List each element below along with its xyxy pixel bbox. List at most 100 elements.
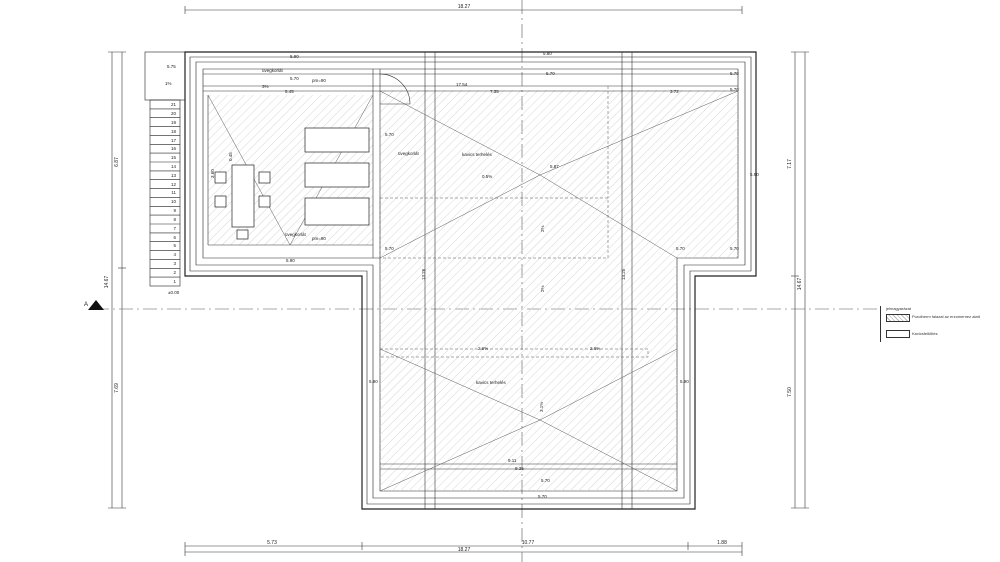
gravel-label-1: kavics terhelés [462, 152, 493, 157]
stair-step-number: 17 [171, 138, 177, 143]
bottom-dim-left: 5.73 [267, 540, 277, 546]
top-dimension-line [184, 6, 743, 14]
stair-step-number: 12 [171, 182, 177, 187]
stair-step-number: 5 [173, 243, 176, 248]
stair-step-number: 9 [173, 208, 176, 213]
legend-item-2: Kavicsfeltöltés [912, 331, 938, 336]
stair-step-number: 16 [171, 146, 177, 151]
legend: jelmagyarázat Purotherm falazat az erzom… [880, 306, 992, 342]
bottom-dimension-lines [184, 542, 743, 556]
glass-railing-label-top: üvegkorlát [262, 68, 284, 73]
level-label: 5.87 [550, 164, 559, 169]
roof-hatched-fields [208, 90, 738, 491]
section-marker-label: A [84, 302, 88, 308]
left-dimension-lines [108, 51, 126, 509]
roof-dim-7-35: 7.35 [490, 89, 499, 94]
chair [214, 171, 227, 184]
terrace-furniture [214, 127, 370, 240]
left-dim-total: 14.67 [104, 276, 110, 289]
level-label: 5.70 [546, 71, 555, 76]
stair-step-number: 14 [171, 164, 177, 169]
stair-step-number: 21 [171, 102, 177, 107]
roof-slope-a: 0.5% [482, 174, 492, 179]
level-label: 5.70 [730, 246, 739, 251]
level-label: 5.90 [750, 172, 759, 177]
level-markers: 5.90 5.70 5.80 5.70 5.70 5.70 5.70 5.90 … [286, 51, 759, 499]
stair-step-number: 19 [171, 120, 177, 125]
glass-railing-label-bottom: üvegkorlát [285, 232, 307, 237]
chair [258, 195, 271, 208]
stair-top-label: 5.75 [167, 64, 176, 69]
stair-bottom-label: ±0.00 [168, 290, 180, 295]
legend-item-1: Purotherm falazat az erzomernez alatt [912, 314, 980, 319]
roof-slope-d: 2% [540, 225, 545, 232]
top-total-dim: 18.27 [458, 4, 471, 10]
roof-slope-f: 3.1% [539, 402, 544, 412]
door-swing [379, 73, 411, 105]
level-label: 5.80 [543, 51, 552, 56]
level-label: 5.70 [676, 246, 685, 251]
roof-dim-13-26: 13.26 [421, 268, 426, 280]
section-marker-arrow [88, 300, 104, 310]
stair-step-number: 20 [171, 111, 177, 116]
legend-border [880, 306, 882, 342]
level-label: 5.70 [538, 494, 547, 499]
level-label: 5.70 [290, 76, 299, 81]
sun-lounger [304, 127, 370, 153]
level-label: 5.70 [385, 246, 394, 251]
level-label: 5.90 [286, 258, 295, 263]
stair-step-number: 7 [173, 226, 176, 231]
stair-step-number: 18 [171, 129, 177, 134]
left-dim-upper: 6.87 [114, 157, 120, 167]
bottom-dim-mid: 10.77 [522, 540, 535, 546]
roof-slope-c: 2.6% [590, 346, 600, 351]
stair [144, 51, 186, 287]
level-label: 5.70 [730, 71, 739, 76]
stair-step-number: 2 [173, 270, 176, 275]
stair-step-number: 8 [173, 217, 176, 222]
stair-step-numbers: 21 20 19 18 17 16 15 14 13 12 11 10 9 8 … [171, 102, 177, 284]
level-label: 5.90 [680, 379, 689, 384]
roof-dim-9-35: 9.35 [515, 466, 524, 471]
stair-step-number: 6 [173, 235, 176, 240]
roof-slope-e: 2% [540, 285, 545, 292]
legend-swatch-hatched [886, 314, 910, 322]
legend-swatch-plain [886, 330, 910, 338]
terrace-table-width: 0.45 [228, 152, 233, 161]
roof-dim-3-72: 3.72 [670, 89, 679, 94]
level-label: 5.90 [369, 379, 378, 384]
terrace-pm-top: pm=90 [312, 78, 326, 83]
roof-dim-9-11: 9.11 [508, 458, 517, 463]
bottom-dim-right: 1.88 [717, 540, 727, 546]
right-dim-lower: 7.50 [787, 387, 793, 397]
chair [214, 195, 227, 208]
stair-step-number: 13 [171, 173, 177, 178]
roof-dim-17-54: 17.54 [456, 82, 468, 87]
stair-step-number: 10 [171, 199, 177, 204]
terrace-dim-3-60: 3.60 [210, 169, 215, 178]
right-dimension-lines [791, 51, 809, 509]
sun-lounger [304, 197, 370, 226]
stair-step-number: 11 [171, 190, 176, 195]
left-dim-lower: 7.69 [114, 383, 120, 393]
dashed-boundaries [379, 86, 649, 358]
bottom-dim-total: 18.27 [458, 547, 471, 553]
terrace-dim-5-45: 5.45 [285, 89, 294, 94]
level-label: 5.90 [290, 54, 299, 59]
chair [258, 171, 271, 184]
terrace-pm-bottom: pm=90 [312, 236, 326, 241]
level-label: 5.70 [385, 132, 394, 137]
right-dim-total: 14.67 [797, 278, 803, 291]
chair [236, 229, 249, 240]
gravel-label-2: kavics terhelés [476, 380, 507, 385]
right-dim-upper: 7.17 [787, 159, 793, 169]
level-label: 5.70 [730, 87, 739, 92]
dining-table [231, 164, 255, 228]
roof-slope-b: 2.6% [478, 346, 488, 351]
glass-railing-label-mid: üvegkorlát [398, 151, 420, 156]
roof-dim-13-25: 13.25 [621, 268, 626, 280]
terrace-slope-2: 3% [262, 84, 269, 89]
stair-step-number: 4 [173, 252, 176, 257]
legend-title: jelmagyarázat [886, 306, 911, 311]
